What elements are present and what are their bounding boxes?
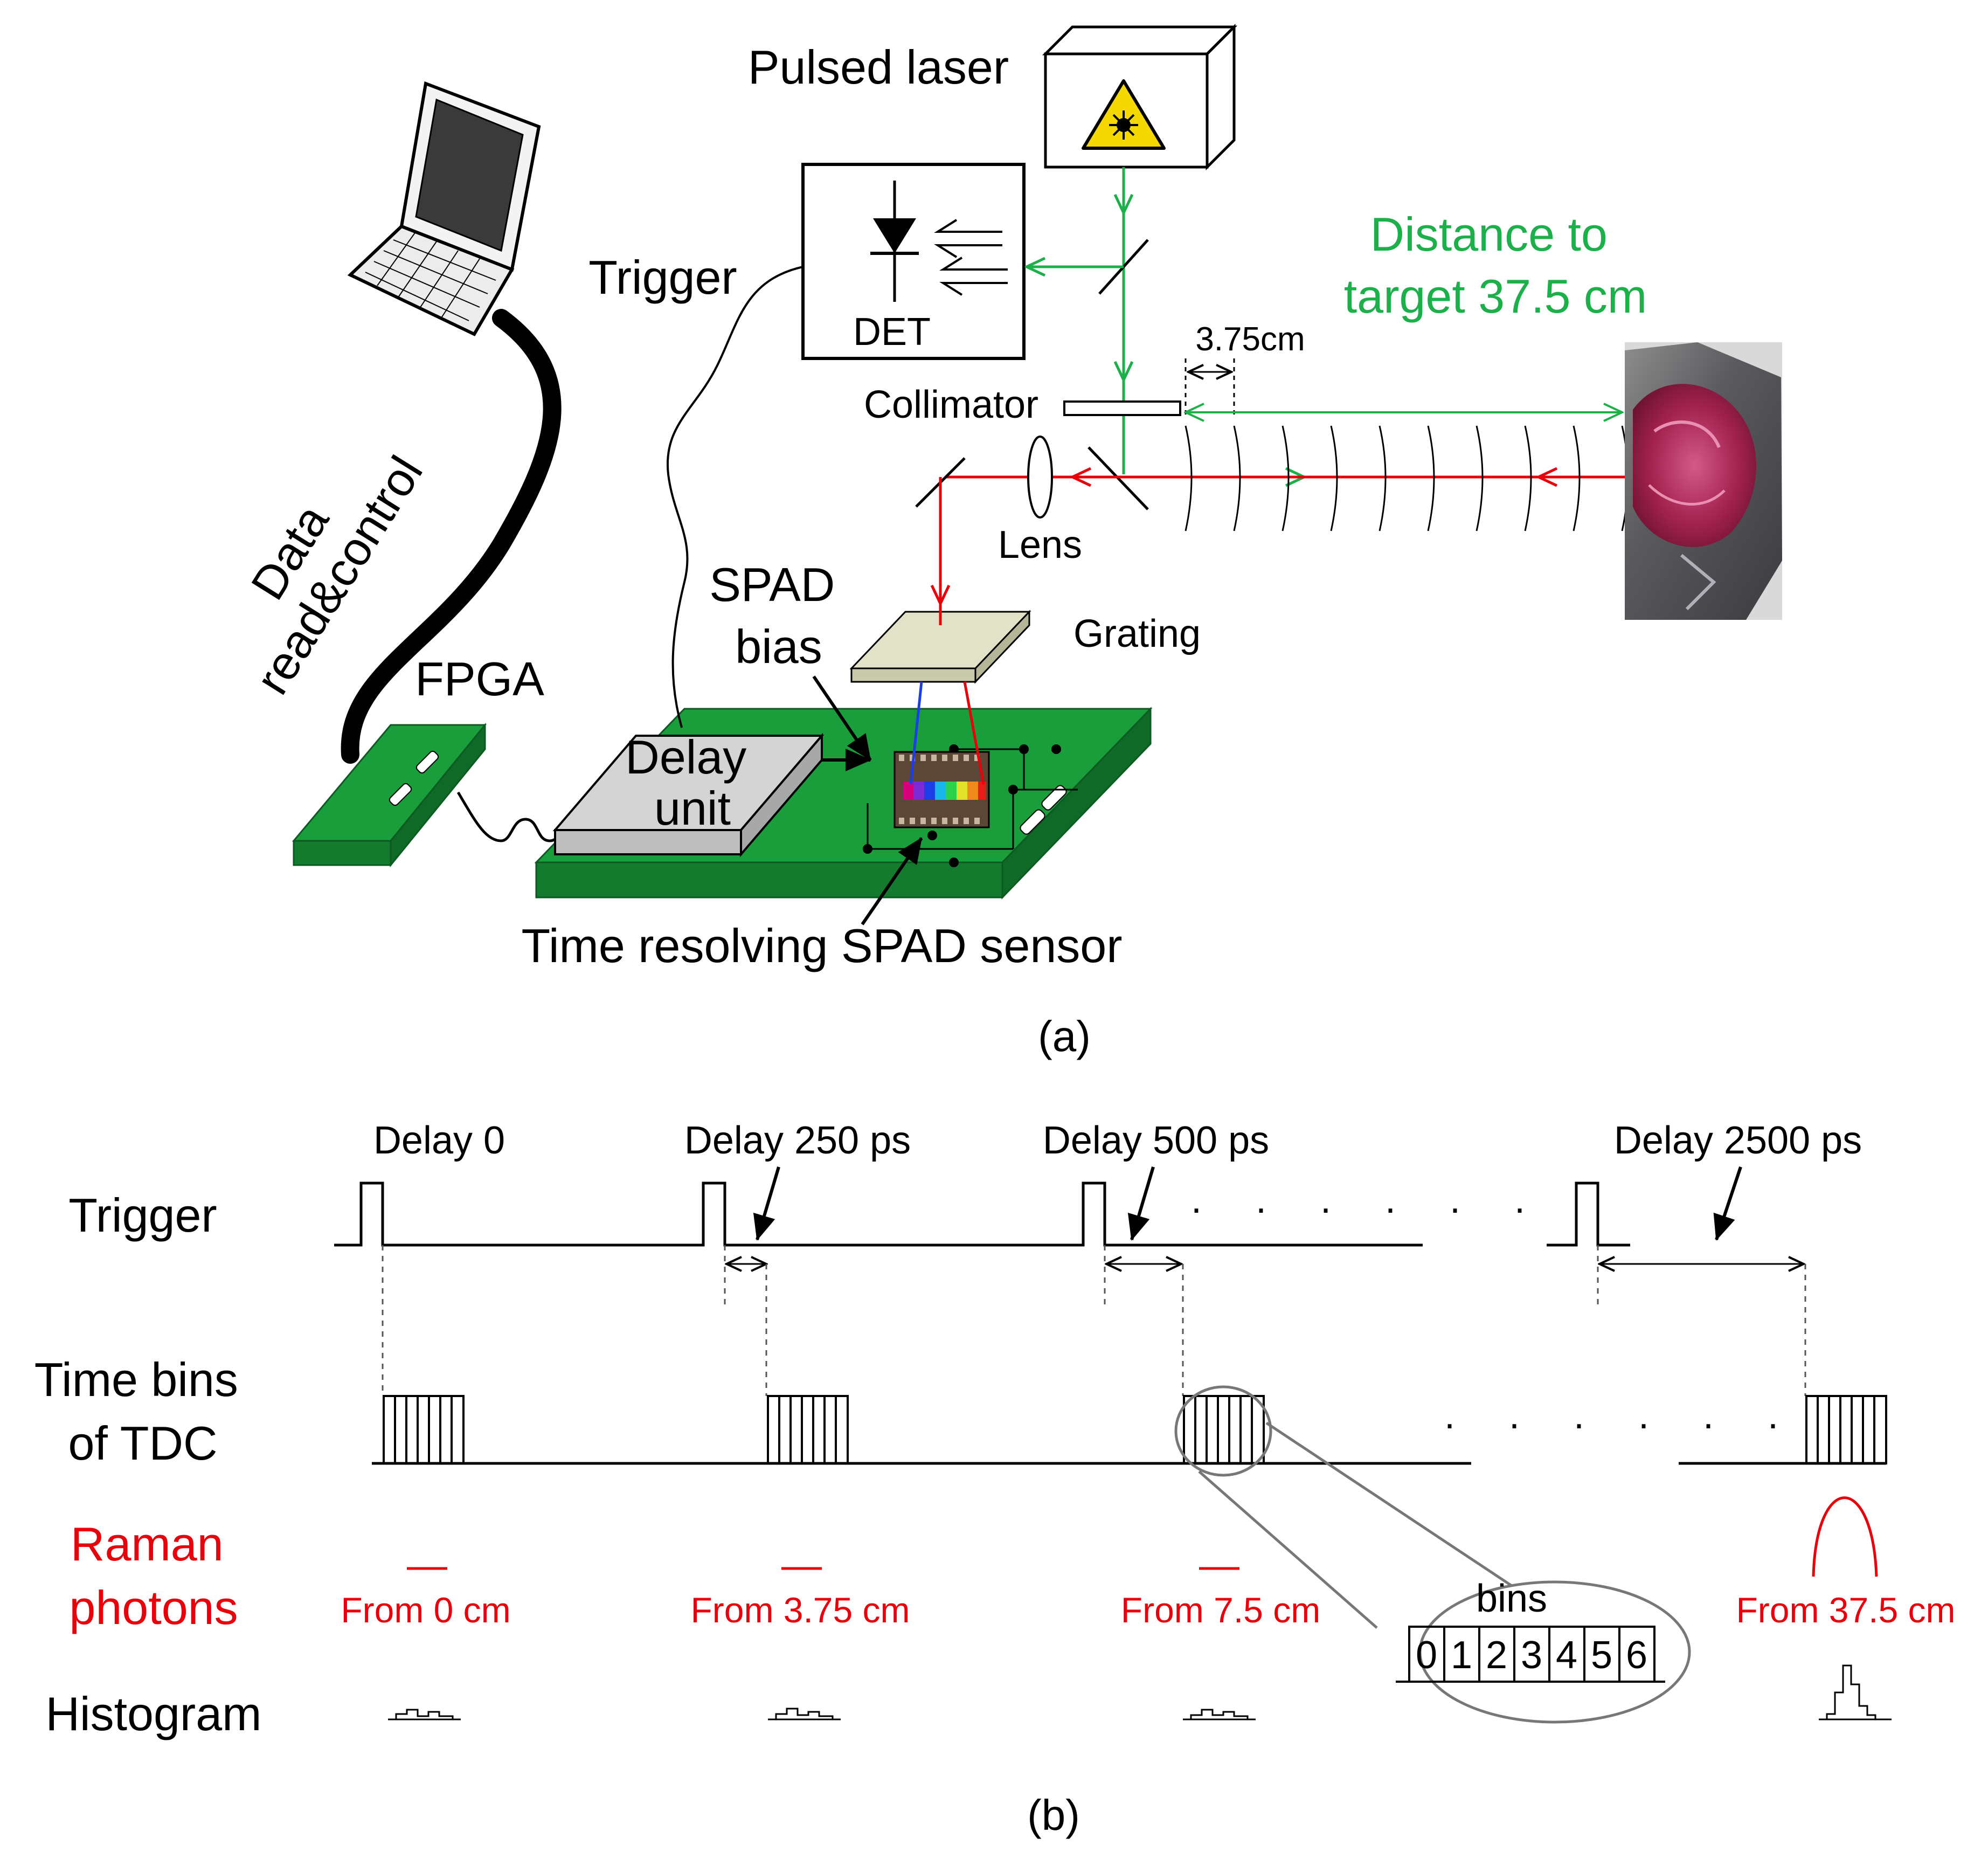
svg-text:From 0 cm: From 0 cm xyxy=(341,1590,510,1630)
trigger-label: Trigger xyxy=(588,251,737,304)
trigger-waveform xyxy=(334,1181,1630,1247)
svg-text:4: 4 xyxy=(1556,1634,1577,1677)
trigger-cable xyxy=(666,266,803,728)
delay-label-1: Delay 250 ps xyxy=(684,1119,911,1162)
panel-b: Trigger Time bins of TDC Raman photons H… xyxy=(34,1119,1956,1839)
data-cable xyxy=(341,309,562,764)
spad-sensor-chip xyxy=(893,751,990,828)
delay-pointer-3 xyxy=(1713,1166,1742,1241)
alignment-guides xyxy=(382,1245,1806,1396)
panel-a-caption: (a) xyxy=(1038,1012,1091,1060)
lens-label: Lens xyxy=(998,523,1082,566)
delay-unit-box xyxy=(552,732,825,858)
collimator-label: Collimator xyxy=(864,383,1038,426)
histogram-0 xyxy=(388,1709,461,1720)
row-label-raman: Raman photons xyxy=(69,1517,238,1634)
delay-label-0: Delay 0 xyxy=(373,1119,505,1162)
fpga-label: FPGA xyxy=(415,652,544,706)
grating-label: Grating xyxy=(1073,612,1201,655)
raman-source-labels: From 0 cm From 3.75 cm From 7.5 cm From … xyxy=(341,1590,1955,1630)
svg-text:From 37.5 cm: From 37.5 cm xyxy=(1736,1590,1955,1630)
histogram-3 xyxy=(1819,1664,1892,1720)
svg-text:5: 5 xyxy=(1591,1634,1612,1677)
step-dimension xyxy=(1185,358,1235,415)
bin-number-labels: 0 1 2 3 4 5 6 xyxy=(1416,1634,1647,1677)
histogram-1 xyxy=(768,1708,841,1720)
dispersed-blue-ray xyxy=(909,681,923,785)
bins-zoom-callout xyxy=(1174,1385,1691,1724)
target-sample xyxy=(1625,342,1782,620)
row-label-trigger: Trigger xyxy=(68,1188,217,1242)
distance-label: Distance to target 37.5 cm xyxy=(1344,208,1647,323)
grating-plate xyxy=(849,610,1031,684)
fpga-board xyxy=(292,722,487,868)
zoom-title: bins xyxy=(1476,1577,1547,1620)
row-label-time-bins: Time bins of TDC xyxy=(34,1353,252,1470)
detector-box xyxy=(801,163,1026,360)
tdc-ellipsis: . . . . . . xyxy=(1444,1394,1800,1437)
spectrum-strip xyxy=(903,782,986,800)
delay-label-2: Delay 500 ps xyxy=(1043,1119,1269,1162)
laptop-icon xyxy=(347,81,541,336)
spad-bias-label: SPAD bias xyxy=(709,558,848,673)
laser-warning-icon xyxy=(1082,79,1166,150)
trigger-ellipsis: . . . . . . xyxy=(1191,1178,1547,1221)
raman-photon-markers xyxy=(407,1496,1878,1577)
sensor-label-arrow xyxy=(861,837,923,925)
step-label: 3.75cm xyxy=(1195,321,1305,358)
sensor-label: Time resolving SPAD sensor xyxy=(521,919,1122,972)
pulsed-laser-label: Pulsed laser xyxy=(748,40,1009,94)
collimator-plate xyxy=(1063,400,1181,416)
svg-text:1: 1 xyxy=(1451,1634,1472,1677)
time-bin-group-3 xyxy=(1805,1395,1887,1464)
svg-text:3: 3 xyxy=(1521,1634,1542,1677)
dispersed-red-ray xyxy=(963,681,985,785)
panel-b-caption: (b) xyxy=(1027,1791,1080,1839)
time-bin-group-1 xyxy=(767,1395,849,1464)
delay-label-3: Delay 2500 ps xyxy=(1614,1119,1862,1162)
svg-text:0: 0 xyxy=(1416,1634,1437,1677)
panel-a: Data read&control FPGA xyxy=(240,23,1782,1060)
lens-shape xyxy=(1027,436,1053,519)
time-bin-group-2 xyxy=(1183,1395,1265,1464)
delay-pointer-1 xyxy=(753,1166,780,1241)
time-bin-group-0 xyxy=(383,1395,465,1464)
wavefronts xyxy=(1185,425,1721,531)
delay-unit-label: Delay unit xyxy=(625,730,759,835)
detector-label: DET xyxy=(853,310,931,354)
svg-text:From 7.5 cm: From 7.5 cm xyxy=(1121,1590,1320,1630)
delay-pointer-2 xyxy=(1127,1166,1155,1241)
svg-text:From 3.75 cm: From 3.75 cm xyxy=(690,1590,910,1630)
histogram-2 xyxy=(1183,1709,1256,1720)
svg-text:6: 6 xyxy=(1626,1634,1647,1677)
spad-bias-arrow xyxy=(812,675,872,761)
svg-text:2: 2 xyxy=(1486,1634,1507,1677)
row-label-histogram: Histogram xyxy=(46,1687,262,1740)
